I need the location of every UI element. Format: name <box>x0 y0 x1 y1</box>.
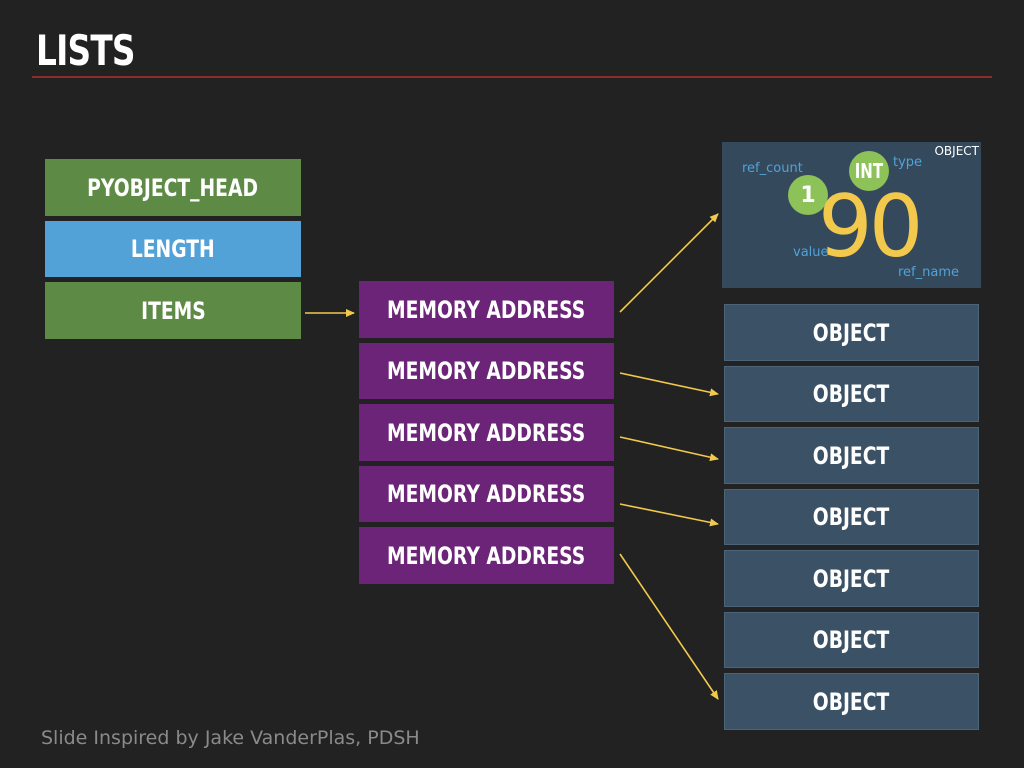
items-label: ITEMS <box>140 296 206 325</box>
object-box-3: OBJECT <box>724 427 979 484</box>
object-value: 90 <box>818 177 923 277</box>
memory-address-box-2: MEMORY ADDRESS <box>359 343 614 399</box>
object-label: OBJECT <box>813 380 890 408</box>
object-box-4: OBJECT <box>724 489 979 545</box>
memory-address-label: MEMORY ADDRESS <box>387 357 586 385</box>
ref-count-label: ref_count <box>742 161 803 176</box>
int-object-detail: OBJECT ref_count 1 INT type 90 value ref… <box>722 142 981 288</box>
memory-address-label: MEMORY ADDRESS <box>387 541 586 570</box>
object-corner-label: OBJECT <box>934 144 979 158</box>
title-divider <box>32 76 992 78</box>
value-label: value <box>793 245 829 260</box>
memory-address-box-4: MEMORY ADDRESS <box>359 466 614 522</box>
arrow-address-1 <box>619 213 719 313</box>
length-label: LENGTH <box>131 235 215 263</box>
object-label: OBJECT <box>813 687 890 716</box>
memory-address-box-5: MEMORY ADDRESS <box>359 527 614 584</box>
object-box-5: OBJECT <box>724 550 979 607</box>
memory-address-label: MEMORY ADDRESS <box>387 480 586 508</box>
slide-credit: Slide Inspired by Jake VanderPlas, PDSH <box>41 727 420 749</box>
ref-name-label: ref_name <box>898 265 960 280</box>
length-box: LENGTH <box>45 221 301 277</box>
arrow-address-2 <box>619 372 719 397</box>
object-label: OBJECT <box>813 441 890 470</box>
object-box-1: OBJECT <box>724 304 979 361</box>
arrow-address-5 <box>619 553 719 700</box>
type-circle: INT <box>849 151 889 191</box>
object-label: OBJECT <box>813 503 890 531</box>
memory-address-box-3: MEMORY ADDRESS <box>359 404 614 461</box>
memory-address-label: MEMORY ADDRESS <box>387 295 586 324</box>
object-label: OBJECT <box>813 318 890 347</box>
ref-count-circle: 1 <box>788 175 828 215</box>
arrow-address-4 <box>619 503 719 527</box>
object-box-7: OBJECT <box>724 673 979 730</box>
pyobject-head-label: PYOBJECT_HEAD <box>87 173 259 202</box>
items-box: ITEMS <box>45 282 301 339</box>
object-label: OBJECT <box>813 626 890 654</box>
object-box-6: OBJECT <box>724 612 979 668</box>
arrow-address-3 <box>619 436 719 462</box>
memory-address-box-1: MEMORY ADDRESS <box>359 281 614 338</box>
pyobject-head-box: PYOBJECT_HEAD <box>45 159 301 216</box>
type-label: type <box>893 155 923 170</box>
slide-title: LISTS <box>36 26 135 75</box>
object-box-2: OBJECT <box>724 366 979 422</box>
type-value: INT <box>854 159 884 183</box>
memory-address-label: MEMORY ADDRESS <box>387 418 586 447</box>
object-label: OBJECT <box>813 564 890 593</box>
